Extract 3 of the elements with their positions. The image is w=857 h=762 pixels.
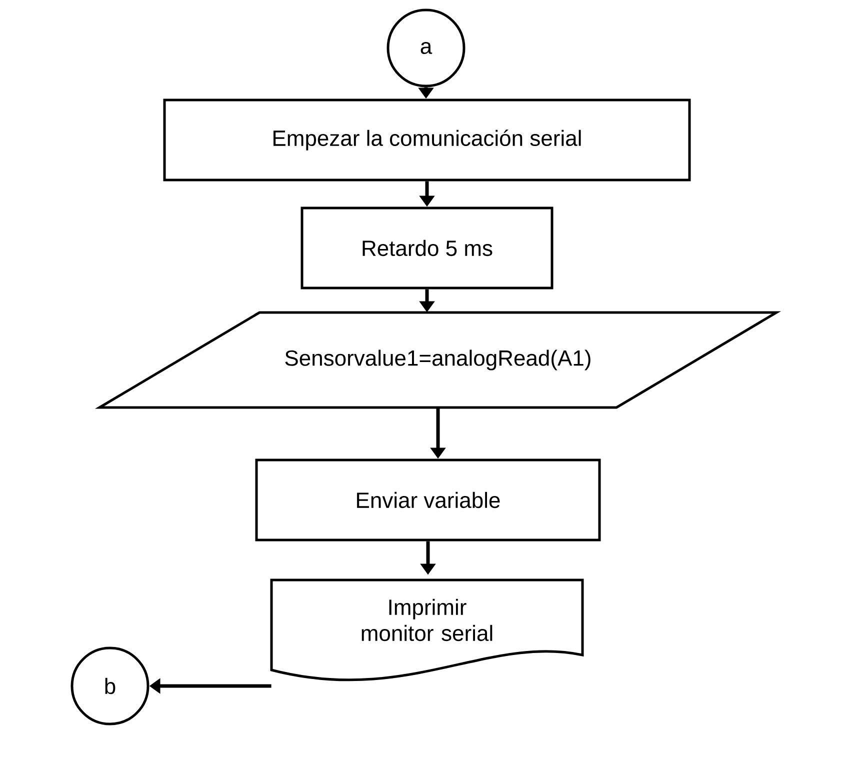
process-box: Empezar la comunicación serial xyxy=(163,98,691,182)
process-box: Enviar variable xyxy=(255,458,601,542)
process-box: Retardo 5 ms xyxy=(300,206,554,290)
